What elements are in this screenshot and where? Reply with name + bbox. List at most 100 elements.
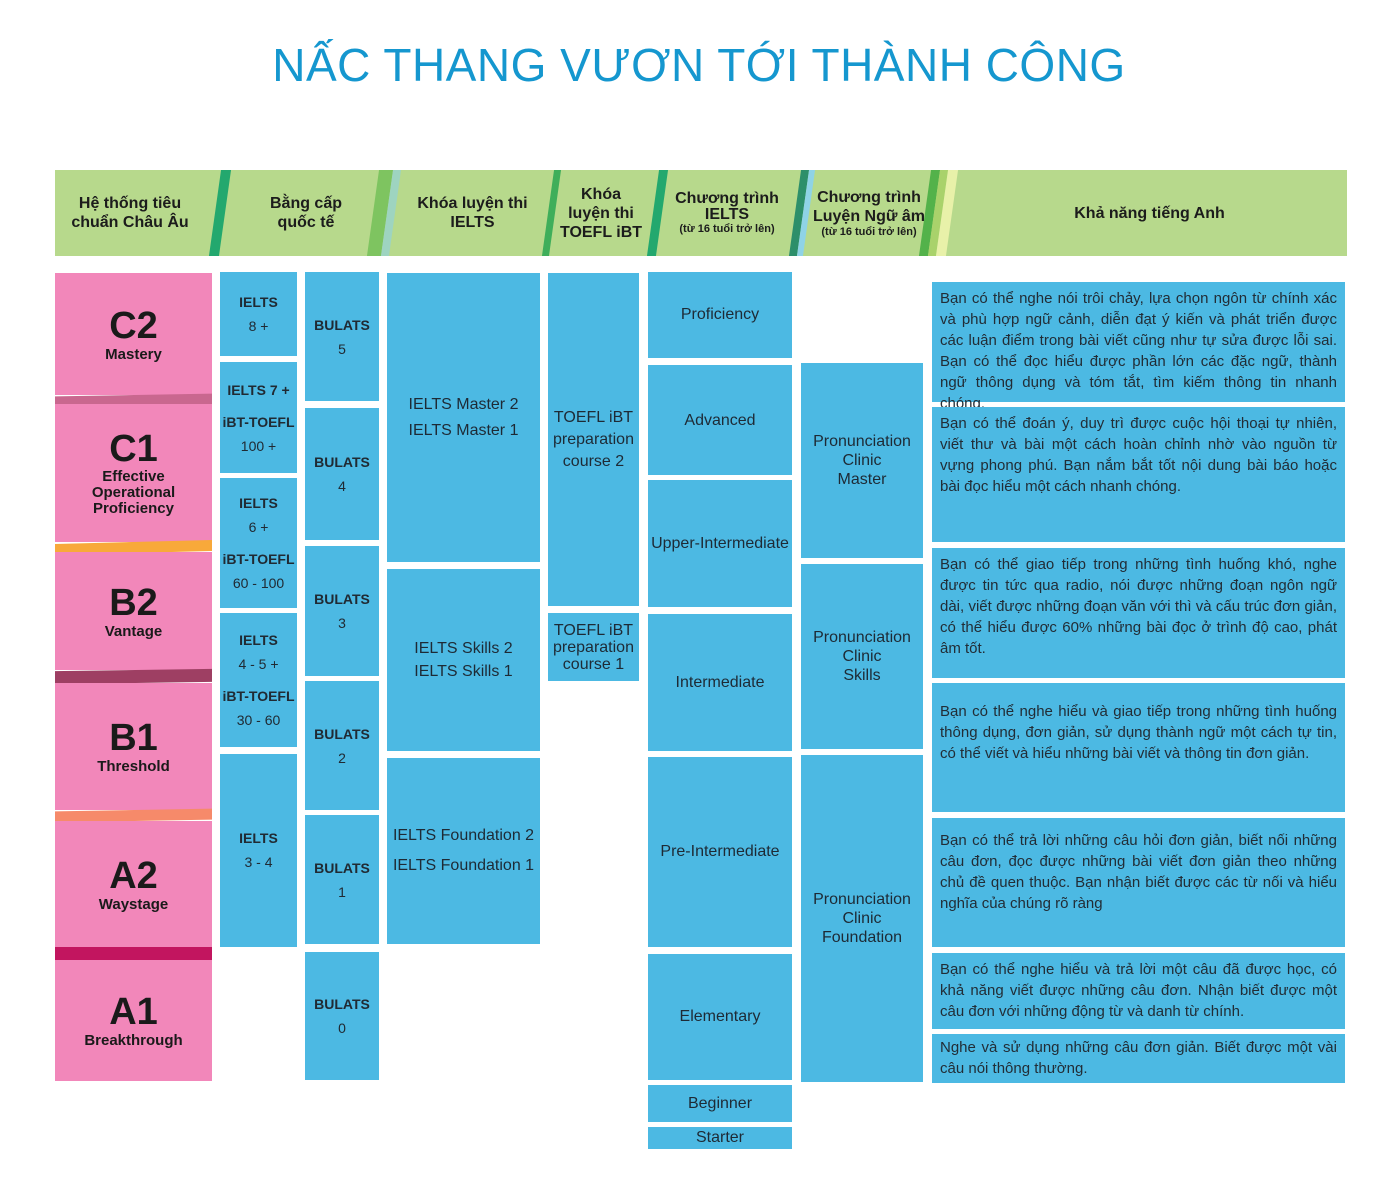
- course-text: TOEFL iBT preparation course 2: [553, 408, 634, 470]
- level-c2: C2 Mastery: [55, 273, 212, 395]
- pronunciation-box: Pronunciation Clinic Foundation: [801, 755, 923, 1082]
- ielts-program-level: Starter: [648, 1127, 792, 1149]
- bulats-value: 3: [338, 615, 346, 631]
- level-c1: C1 Effective Operational Proficiency: [55, 404, 212, 542]
- bulats-label: BULATS: [314, 725, 370, 742]
- course-line: IELTS Master 2: [408, 395, 519, 413]
- level-separator: [55, 947, 212, 960]
- level-code: A1: [109, 991, 158, 1033]
- certificate-line: 8 +: [248, 318, 269, 334]
- ability-description: Bạn có thể đoán ý, duy trì được cuộc hội…: [932, 407, 1345, 542]
- certificate-line: 60 - 100: [232, 575, 285, 591]
- bulats-box: BULATS 3: [305, 546, 379, 676]
- certificate-line: IELTS 7 +: [227, 381, 290, 398]
- ielts-program-level: Elementary: [648, 954, 792, 1080]
- header-certificates: Bằng cấp quốc tế: [269, 195, 342, 231]
- course-line: IELTS Master 1: [408, 421, 519, 439]
- level-name: Waystage: [98, 895, 169, 913]
- certificate-line: IELTS: [239, 632, 278, 648]
- ielts-program-level: Upper-Intermediate: [648, 480, 792, 607]
- level-a1: A1 Breakthrough: [55, 960, 212, 1081]
- ielts-course-box: IELTS Master 2 IELTS Master 1: [387, 273, 540, 562]
- ability-description: Nghe và sử dụng những câu đơn giản. Biết…: [932, 1034, 1345, 1083]
- bulats-value: 4: [338, 478, 346, 494]
- bulats-value: 2: [338, 749, 346, 766]
- bulats-box: BULATS 5: [305, 272, 379, 401]
- header-ielts-program-sub: (từ 16 tuổi trở lên): [679, 222, 775, 235]
- header-band: Hệ thống tiêu chuẩn Châu Âu Bằng cấp quố…: [55, 170, 1347, 256]
- ability-description: Bạn có thể nghe hiểu và trả lời một câu …: [932, 953, 1345, 1029]
- ability-description: Bạn có thể nghe nói trôi chảy, lựa chọn …: [932, 282, 1345, 412]
- ielts-program-level: Intermediate: [648, 614, 792, 751]
- certificate-line: iBT-TOEFL: [222, 413, 295, 430]
- program-label: Upper-Intermediate: [651, 534, 789, 552]
- level-name: Effective Operational Proficiency: [91, 468, 176, 517]
- ielts-course-box: IELTS Skills 2 IELTS Skills 1: [387, 569, 540, 751]
- bulats-box: BULATS 1: [305, 815, 379, 944]
- ielts-program-level: Advanced: [648, 365, 792, 475]
- toefl-course-box: TOEFL iBT preparation course 1: [548, 613, 639, 681]
- certificate-line: IELTS: [239, 495, 278, 511]
- header-ielts-course: Khóa luyện thi IELTS: [417, 195, 528, 231]
- ielts-program-level: Pre-Intermediate: [648, 757, 792, 947]
- course-line: IELTS Skills 2: [414, 640, 513, 657]
- certificate-box: IELTS 8 +: [220, 272, 297, 356]
- certificate-line: 30 - 60: [236, 712, 281, 728]
- pronunciation-box: Pronunciation Clinic Master: [801, 363, 923, 558]
- toefl-course-box: TOEFL iBT preparation course 2: [548, 273, 639, 606]
- certificate-box: IELTS 4 - 5 + iBT-TOEFL 30 - 60: [220, 613, 297, 747]
- level-code: B1: [109, 717, 158, 759]
- level-code: C2: [109, 304, 158, 347]
- level-b1: B1 Threshold: [55, 683, 212, 810]
- certificate-box: IELTS 3 - 4: [220, 754, 297, 947]
- pronunciation-label: Pronunciation Clinic Foundation: [813, 891, 911, 946]
- level-code: B2: [109, 581, 158, 624]
- bulats-box: BULATS 0: [305, 952, 379, 1080]
- header-ielts-program-title: Chương trình IELTS: [675, 189, 779, 223]
- bulats-label: BULATS: [314, 454, 370, 470]
- program-label: Pre-Intermediate: [660, 843, 780, 860]
- program-label: Starter: [695, 1129, 744, 1146]
- header-pron-program: Chương trình Luyện Ngữ âm (từ 16 tuổi tr…: [805, 170, 933, 256]
- certificate-line: IELTS: [239, 830, 278, 846]
- bulats-value: 5: [338, 340, 346, 357]
- ability-description: Bạn có thể giao tiếp trong những tình hu…: [932, 548, 1345, 678]
- pronunciation-label: Pronunciation Clinic Skills: [813, 629, 911, 684]
- pronunciation-box: Pronunciation Clinic Skills: [801, 564, 923, 749]
- level-a2: A2 Waystage: [55, 821, 212, 947]
- ielts-program-level: Beginner: [648, 1085, 792, 1122]
- certificate-box: IELTS 6 + iBT-TOEFL 60 - 100: [220, 478, 297, 608]
- course-line: IELTS Foundation 1: [392, 857, 535, 874]
- level-name: Breakthrough: [84, 1032, 183, 1049]
- certificate-line: IELTS: [239, 294, 278, 310]
- certificate-line: iBT-TOEFL: [222, 688, 295, 704]
- certificate-line: iBT-TOEFL: [222, 551, 295, 567]
- certificate-line: 6 +: [248, 519, 269, 535]
- level-name: Vantage: [104, 622, 163, 640]
- certificate-box: IELTS 7 + iBT-TOEFL 100 +: [220, 362, 297, 473]
- program-label: Beginner: [687, 1094, 753, 1112]
- page-title: NẤC THANG VƯƠN TỚI THÀNH CÔNG: [272, 39, 1126, 91]
- header-toefl-course: Khóa luyện thi TOEFL iBT: [559, 185, 643, 241]
- program-label: Elementary: [679, 1008, 761, 1025]
- course-line: IELTS Skills 1: [414, 663, 513, 680]
- level-name: Mastery: [105, 345, 162, 363]
- header-pron-program-title: Chương trình Luyện Ngữ âm: [812, 188, 926, 225]
- level-code: C1: [109, 428, 158, 470]
- program-label: Intermediate: [675, 673, 765, 691]
- header-ability: Khả năng tiếng Anh: [1074, 204, 1225, 222]
- certificate-line: 3 - 4: [244, 854, 273, 870]
- certificate-line: 4 - 5 +: [238, 656, 279, 672]
- program-label: Advanced: [684, 412, 756, 429]
- certificate-line: 100 +: [240, 437, 277, 454]
- level-code: A2: [109, 854, 158, 897]
- level-separator: [55, 668, 212, 685]
- ielts-program-level: Proficiency: [648, 272, 792, 358]
- ability-description: Bạn có thể nghe hiểu và giao tiếp trong …: [932, 683, 1345, 812]
- header-pron-program-sub: (từ 16 tuổi trở lên): [821, 225, 917, 238]
- course-text: TOEFL iBT preparation course 1: [553, 621, 634, 673]
- pronunciation-label: Pronunciation Clinic Master: [813, 433, 911, 488]
- bulats-label: BULATS: [314, 996, 370, 1012]
- bulats-box: BULATS 2: [305, 681, 379, 810]
- header-ielts-program: Chương trình IELTS (từ 16 tuổi trở lên): [660, 170, 794, 256]
